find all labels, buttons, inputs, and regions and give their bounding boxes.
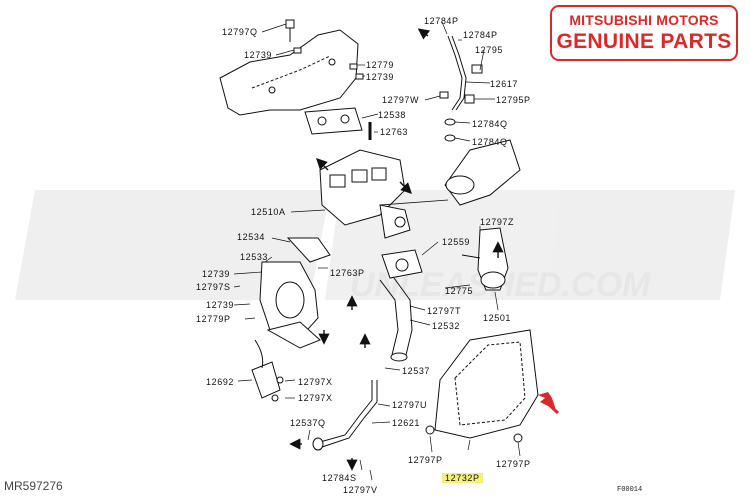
part-label-12784S[interactable]: 12784S bbox=[322, 473, 357, 483]
upper-heat-shield bbox=[219, 29, 359, 116]
part-label-12537[interactable]: 12537 bbox=[402, 366, 431, 376]
part-label-12617[interactable]: 12617 bbox=[490, 79, 519, 89]
part-label-12797W[interactable]: 12797W bbox=[382, 95, 420, 105]
part-label-12501[interactable]: 12501 bbox=[483, 313, 512, 323]
part-label-12739[interactable]: 12739 bbox=[244, 50, 273, 60]
red-pointer-arrow bbox=[538, 392, 560, 415]
exhaust-elbow bbox=[379, 139, 521, 206]
direction-arrows bbox=[289, 28, 504, 471]
part-label-12779P[interactable]: 12779P bbox=[196, 314, 231, 324]
part-label-12621[interactable]: 12621 bbox=[392, 418, 421, 428]
part-label-12763[interactable]: 12763 bbox=[380, 127, 409, 137]
part-label-12797S[interactable]: 12797S bbox=[196, 282, 231, 292]
part-label-12795P[interactable]: 12795P bbox=[496, 95, 531, 105]
lower-heat-shield bbox=[425, 329, 539, 443]
genuine-parts-badge: MITSUBISHI MOTORS GENUINE PARTS bbox=[550, 5, 738, 61]
part-label-12784Q[interactable]: 12784Q bbox=[472, 119, 508, 129]
part-label-12537Q[interactable]: 12537Q bbox=[290, 418, 326, 428]
part-label-12732P-highlighted[interactable]: 12732P bbox=[442, 473, 483, 483]
part-label-12797X[interactable]: 12797X bbox=[298, 377, 333, 387]
catalog-number: MR597276 bbox=[4, 479, 63, 493]
exhaust-manifold bbox=[319, 149, 411, 239]
oil-return-pipe bbox=[312, 380, 378, 451]
part-label-12510A[interactable]: 12510A bbox=[251, 207, 286, 217]
part-label-12559[interactable]: 12559 bbox=[442, 237, 471, 247]
part-label-12692[interactable]: 12692 bbox=[206, 377, 235, 387]
part-label-12739[interactable]: 12739 bbox=[366, 72, 395, 82]
leader-lines bbox=[233, 21, 521, 481]
part-label-12797Q[interactable]: 12797Q bbox=[222, 27, 258, 37]
manifold-heat-shield bbox=[259, 237, 331, 349]
gasket-12538 bbox=[304, 107, 363, 135]
oil-feed-pipe bbox=[447, 35, 467, 111]
part-label-12763P[interactable]: 12763P bbox=[330, 268, 365, 278]
part-label-12533[interactable]: 12533 bbox=[240, 252, 269, 262]
part-label-12739[interactable]: 12739 bbox=[206, 300, 235, 310]
part-label-12797X[interactable]: 12797X bbox=[298, 393, 333, 403]
part-label-12797Z[interactable]: 12797Z bbox=[480, 217, 515, 227]
brand-line-1: MITSUBISHI MOTORS bbox=[569, 12, 719, 28]
brand-line-2: GENUINE PARTS bbox=[556, 30, 732, 53]
part-label-12784P[interactable]: 12784P bbox=[424, 16, 459, 26]
part-label-12797T[interactable]: 12797T bbox=[427, 306, 462, 316]
part-label-12795[interactable]: 12795 bbox=[475, 45, 504, 55]
part-label-12532[interactable]: 12532 bbox=[432, 321, 461, 331]
bolts bbox=[285, 19, 483, 142]
part-label-12538[interactable]: 12538 bbox=[378, 110, 407, 120]
part-label-12797V[interactable]: 12797V bbox=[343, 485, 378, 495]
part-label-12534[interactable]: 12534 bbox=[237, 232, 266, 242]
part-label-12775[interactable]: 12775 bbox=[445, 286, 474, 296]
part-label-12797P[interactable]: 12797P bbox=[408, 455, 443, 465]
part-label-12784Q[interactable]: 12784Q bbox=[472, 137, 508, 147]
gasket-12559 bbox=[381, 249, 423, 279]
part-label-12797P[interactable]: 12797P bbox=[496, 459, 531, 469]
figure-id: F00014 bbox=[617, 486, 643, 494]
part-label-12784P[interactable]: 12784P bbox=[463, 30, 498, 40]
downpipe bbox=[379, 277, 413, 362]
part-label-12739[interactable]: 12739 bbox=[202, 269, 231, 279]
part-label-12779[interactable]: 12779 bbox=[366, 60, 395, 70]
part-label-12797U[interactable]: 12797U bbox=[392, 400, 428, 410]
bracket-12692 bbox=[251, 339, 284, 402]
